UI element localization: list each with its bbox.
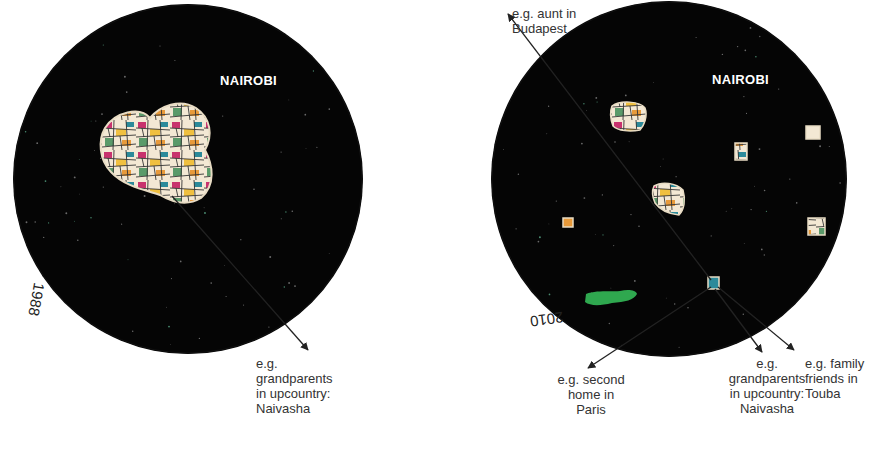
city-name: NAIROBI	[220, 73, 277, 88]
year-label: 2010	[529, 310, 564, 329]
place-note: e.g. second home in Paris	[552, 372, 630, 417]
map-disc	[491, 1, 847, 357]
circle-outline	[13, 4, 363, 354]
leader-arrows	[172, 14, 794, 368]
star-dots	[25, 27, 841, 348]
map-disc	[13, 4, 363, 354]
map-circle: NAIROBI	[13, 4, 363, 354]
city-name: NAIROBI	[712, 72, 769, 87]
place-note: e.g. aunt in Budapest	[512, 6, 596, 36]
circle-outline	[491, 1, 847, 357]
place-note: e.g. grandparents in upcountry: Naivasha	[256, 356, 338, 416]
city-patch	[101, 103, 212, 202]
map-circle: NAIROBI	[491, 1, 847, 357]
year-label: 1988	[26, 282, 47, 317]
place-note: e.g. family friends in Touba	[805, 356, 867, 401]
city-patches	[563, 102, 825, 305]
place-note: e.g. grandparents in upcountry: Naivasha	[726, 356, 808, 416]
